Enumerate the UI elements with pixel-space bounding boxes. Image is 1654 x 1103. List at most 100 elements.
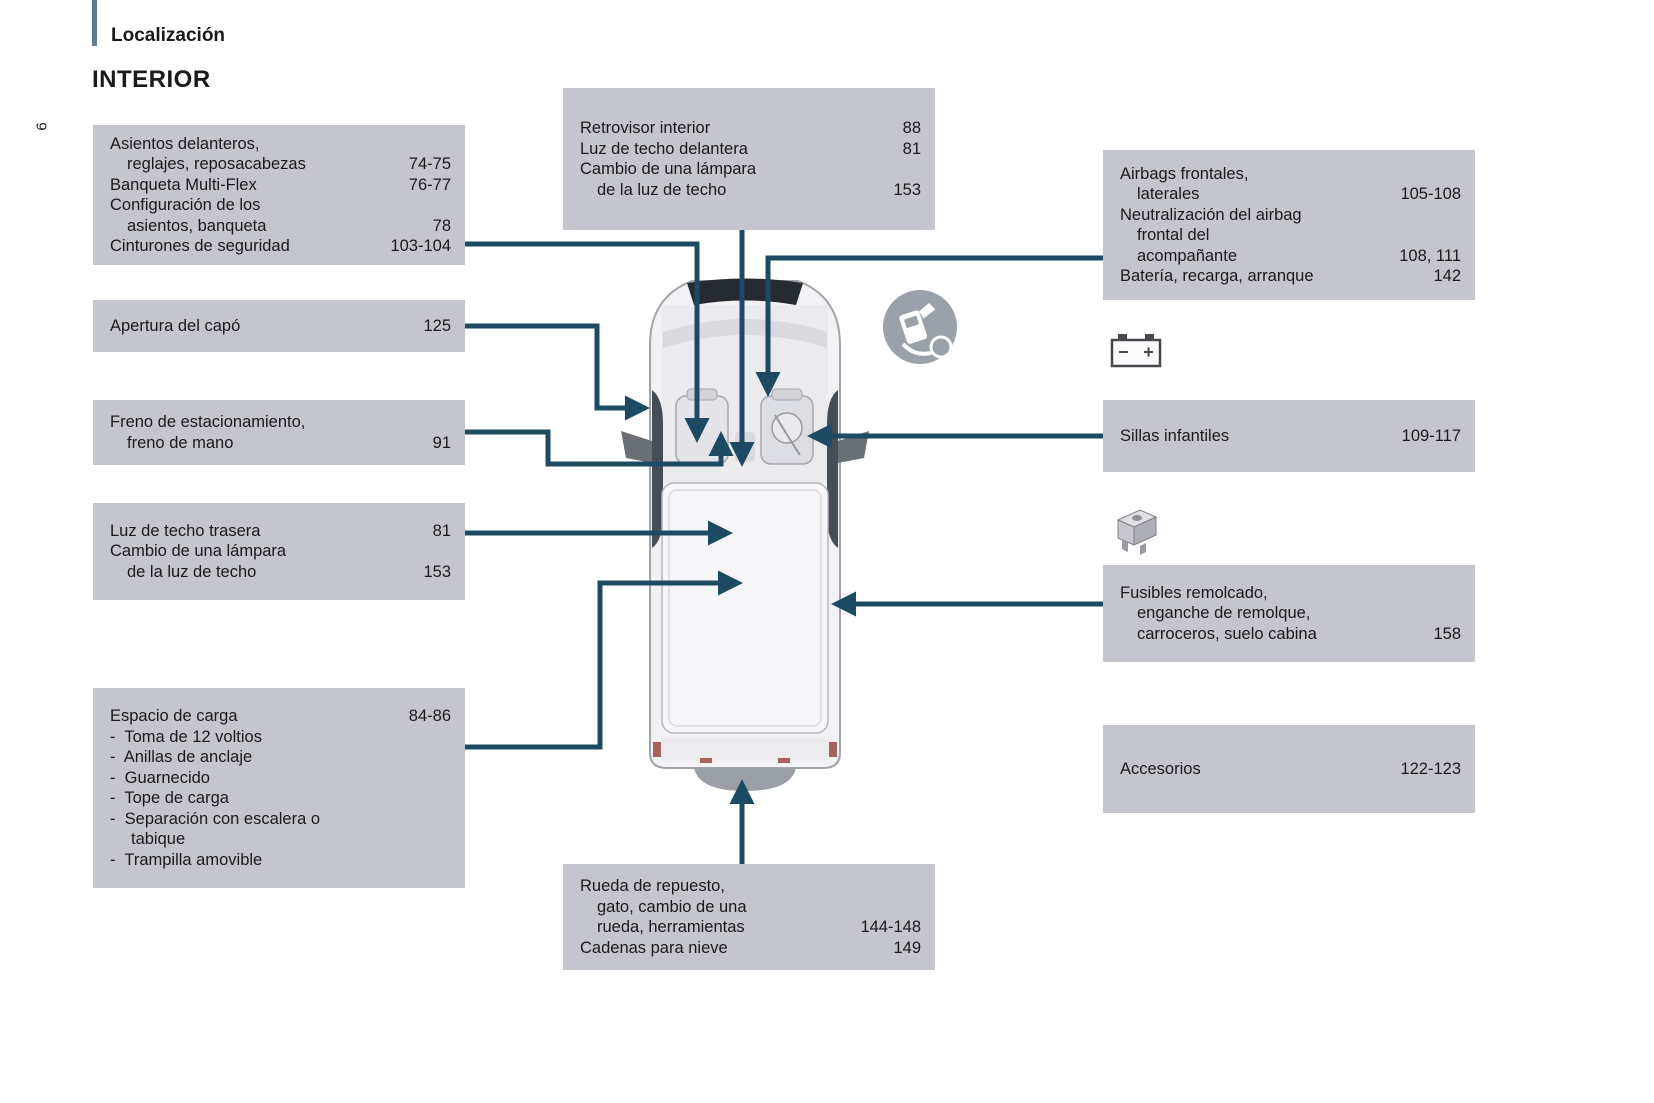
callout-line: Cambio de una lámpara xyxy=(580,159,921,180)
callout-line: Neutralización del airbag xyxy=(1120,205,1461,226)
section-marker-bar xyxy=(92,0,97,46)
label-text: Airbags frontales, xyxy=(1120,164,1249,183)
label-text: Retrovisor interior xyxy=(580,119,711,137)
page-ref: 144-148 xyxy=(860,918,921,936)
callout-line: - Toma de 12 voltios xyxy=(110,727,451,748)
page-ref: 108, 111 xyxy=(1399,246,1461,265)
callout-line: Luz de techo trasera 81 xyxy=(110,521,451,542)
callout-line: - Anillas de anclaje xyxy=(110,747,451,768)
fuse-icon xyxy=(1116,509,1158,555)
callout-line: Apertura del capó 125 xyxy=(110,316,451,337)
page-number: 6 xyxy=(33,122,51,131)
label-text: - Trampilla amovible xyxy=(110,850,263,869)
page-ref: 78 xyxy=(432,216,451,235)
left-mirror xyxy=(621,431,652,463)
battery-icon xyxy=(1110,334,1162,368)
label-text: acompañante xyxy=(1137,246,1237,265)
label-text: de la luz de techo xyxy=(597,180,727,199)
label-text: Cambio de una lámpara xyxy=(110,542,287,561)
callout-line: Fusibles remolcado, xyxy=(1120,583,1461,604)
page-ref: 88 xyxy=(902,119,921,137)
label-text: Fusibles remolcado, xyxy=(1120,583,1268,602)
label-text: - Guarnecido xyxy=(110,768,210,787)
label-text: Accesorios xyxy=(1120,759,1201,778)
callout-line: Espacio de carga 84-86 xyxy=(110,706,451,727)
label-text: Apertura del capó xyxy=(110,316,241,335)
label-text: Espacio de carga xyxy=(110,707,238,725)
leader-arrow-seats xyxy=(465,241,710,443)
page-ref: 105-108 xyxy=(1400,185,1461,203)
callout-line: gato, cambio de una xyxy=(580,897,921,918)
callout-front-seats: Asientos delanteros, reglajes, reposacab… xyxy=(93,125,465,265)
page-ref: 125 xyxy=(423,316,451,335)
label-text: frontal del xyxy=(1137,226,1210,244)
cargo-roof xyxy=(661,482,829,734)
callout-spare-wheel: Rueda de repuesto, gato, cambio de una r… xyxy=(563,864,935,970)
right-mirror xyxy=(838,431,869,463)
label-text: freno de mano xyxy=(127,433,234,452)
label-text: reglajes, reposacabezas xyxy=(127,155,306,173)
leader-arrow-brake xyxy=(465,429,734,467)
callout-rear-ceiling-light: Luz de techo trasera 81 Cambio de una lám… xyxy=(93,503,465,600)
label-text: Neutralización del airbag xyxy=(1120,205,1302,224)
callout-line: enganche de remolque, xyxy=(1120,603,1461,624)
rear-light-right xyxy=(829,742,837,757)
page-ref: 74-75 xyxy=(408,155,451,173)
page-ref: 142 xyxy=(1433,267,1461,285)
callout-line: - Guarnecido xyxy=(110,768,451,789)
callout-line: frontal del xyxy=(1120,225,1461,246)
label-text: Freno de estacionamiento, xyxy=(110,413,306,431)
callout-line: acompañante 108, 111 xyxy=(1120,246,1461,267)
label-text: - Toma de 12 voltios xyxy=(110,727,262,746)
label-text: gato, cambio de una xyxy=(597,897,747,916)
label-text: Configuración de los xyxy=(110,196,261,214)
section-header: Localización xyxy=(111,25,226,46)
page-ref: 81 xyxy=(432,521,451,540)
callout-line: Freno de estacionamiento, xyxy=(110,412,451,433)
callout-fuses-towing: Fusibles remolcado, enganche de remolque… xyxy=(1103,565,1475,662)
page-ref: 153 xyxy=(423,562,451,581)
leader-arrow-airbags xyxy=(755,255,1103,397)
label-text: Cambio de una lámpara xyxy=(580,160,757,178)
callout-line: freno de mano 91 xyxy=(110,433,451,454)
page-ref: 109-117 xyxy=(1401,426,1461,445)
label-text: Cinturones de seguridad xyxy=(110,237,290,255)
label-text: Banqueta Multi-Flex xyxy=(110,175,257,194)
child-seat-sketch xyxy=(771,412,803,444)
center-console xyxy=(735,432,755,462)
left-side-window xyxy=(652,390,663,548)
label-text: - Anillas de anclaje xyxy=(110,748,253,766)
rear-light-left xyxy=(653,742,661,757)
page-ref: 84-86 xyxy=(408,707,451,725)
windshield xyxy=(687,278,803,305)
label-text: Luz de techo trasera xyxy=(110,521,261,540)
callout-line: Configuración de los xyxy=(110,195,451,216)
callout-line: Airbags frontales, xyxy=(1120,164,1461,185)
label-text: de la luz de techo xyxy=(127,562,257,581)
label-text: carroceros, suelo cabina xyxy=(1137,624,1317,643)
page-ref: 91 xyxy=(432,433,451,452)
leader-arrow-cargo xyxy=(465,570,743,750)
rear-section xyxy=(662,738,828,760)
label-text: Cadenas para nieve xyxy=(580,938,728,957)
callout-line: Rueda de repuesto, xyxy=(580,876,921,897)
callout-line: - Tope de carga xyxy=(110,788,451,809)
callout-interior-mirror: Retrovisor interior 88 Luz de techo delan… xyxy=(563,88,935,230)
misfuel-prevention-icon xyxy=(883,290,957,364)
label-text: Luz de techo delantera xyxy=(580,139,748,158)
page-title: INTERIOR xyxy=(92,66,211,93)
